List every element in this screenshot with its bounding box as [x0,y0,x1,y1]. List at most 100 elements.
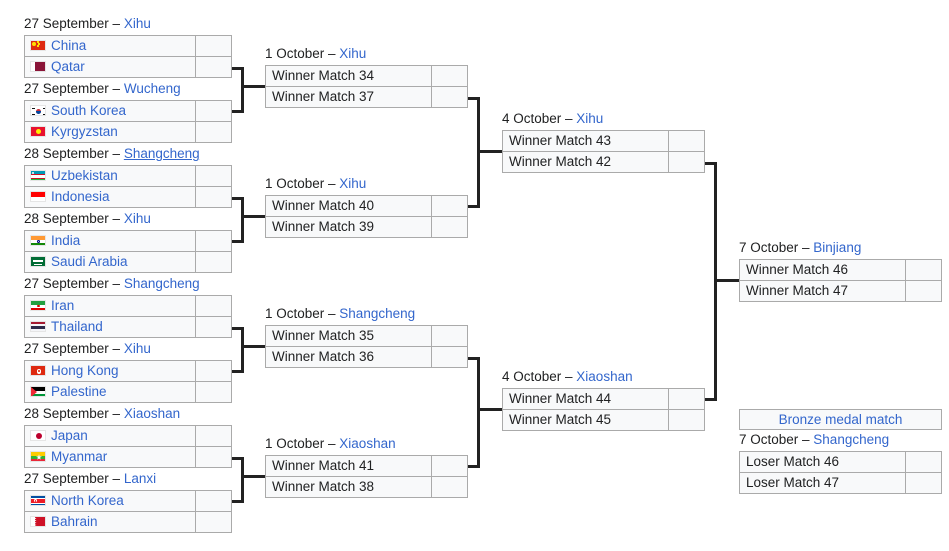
match-date: 28 September – [24,146,124,161]
match-row: Iran [25,296,231,317]
round2-header-1: 1 October – Xihu [265,46,366,62]
team-link[interactable]: Japan [51,428,88,444]
venue-link[interactable]: Shangcheng [123,276,200,291]
team-link[interactable]: Myanmar [51,449,108,465]
venue-link[interactable]: Xihu [339,46,367,61]
venue-link[interactable]: Lanxi [123,471,157,486]
match-row: Loser Match 46 [740,452,941,473]
team-link[interactable]: Saudi Arabia [51,254,128,270]
connector-stub-out [477,150,502,153]
venue-link[interactable]: Binjiang [813,240,862,255]
match-row: North Korea [25,491,231,512]
match-row: Winner Match 41 [266,456,467,477]
venue-link[interactable]: Xihu [576,111,604,126]
team-cell: Qatar [25,56,196,77]
team-cell: Myanmar [25,446,196,467]
team-cell: Bahrain [25,511,196,532]
venue-link[interactable]: Xihu [123,211,151,226]
round1-header-2: 27 September – Wucheng [24,81,181,97]
placeholder-label: Winner Match 44 [509,391,612,407]
match-row: Winner Match 43 [503,131,704,152]
round1-header-7: 28 September – Xiaoshan [24,406,180,422]
team-link[interactable]: Bahrain [51,514,98,530]
match-row: Loser Match 47 [740,472,941,493]
team-link[interactable]: India [51,233,81,249]
flag-icon-qa [30,61,46,73]
team-link[interactable]: Indonesia [51,189,110,205]
bronze-medal-match-label[interactable]: Bronze medal match [739,409,942,430]
team-cell: Palestine [25,381,196,402]
connector-stub-out [241,85,265,88]
team-link[interactable]: Qatar [51,59,85,75]
team-link[interactable]: South Korea [51,103,127,119]
score-cell [196,101,231,121]
placeholder-label: Winner Match 35 [272,328,375,344]
match-row: Kyrgyzstan [25,121,231,142]
venue-link[interactable]: Xihu [123,341,151,356]
match-date: 7 October – [739,432,814,447]
match-row: China [25,36,231,57]
score-cell [432,477,467,497]
match-date: 27 September – [24,276,124,291]
team-link[interactable]: China [51,38,87,54]
connector-stub-in [705,162,717,165]
team-link[interactable]: Thailand [51,319,103,335]
match-date: 7 October – [739,240,814,255]
score-cell [432,456,467,476]
team-link[interactable]: Kyrgyzstan [51,124,118,140]
venue-link[interactable]: Shangcheng [123,146,200,161]
flag-icon-kp [30,495,46,507]
placeholder-label: Winner Match 45 [509,412,612,428]
team-link[interactable]: Hong Kong [51,363,119,379]
match-row: Winner Match 47 [740,280,941,301]
round3-header-2: 4 October – Xiaoshan [502,369,633,385]
team-cell: Winner Match 38 [266,476,432,497]
match-row: Indonesia [25,186,231,207]
venue-link[interactable]: Xihu [123,16,151,31]
match-row: Winner Match 34 [266,66,467,87]
team-link[interactable]: North Korea [51,493,124,509]
score-cell [669,389,704,409]
score-cell [906,260,941,280]
connector-stub-out [241,345,265,348]
match-row: Winner Match 38 [266,476,467,497]
team-link[interactable]: Iran [51,298,75,314]
match-row: Winner Match 40 [266,196,467,217]
placeholder-label: Winner Match 34 [272,68,375,84]
venue-link[interactable]: Shangcheng [813,432,890,447]
flag-icon-mm [30,451,46,463]
flag-icon-cn [30,40,46,52]
score-cell [432,326,467,346]
match-date: 27 September – [24,471,124,486]
score-cell [669,152,704,172]
team-cell: Japan [25,426,196,446]
round3-header-1: 4 October – Xihu [502,111,603,127]
venue-link[interactable]: Xihu [339,176,367,191]
match-date: 28 September – [24,211,124,226]
venue-link[interactable]: Shangcheng [339,306,416,321]
connector-stub-in [468,205,480,208]
venue-link[interactable]: Xiaoshan [123,406,181,421]
score-cell [196,296,231,316]
flag-icon-kg [30,126,46,138]
round1-header-1: 27 September – Xihu [24,16,151,32]
final-header: 7 October – Binjiang [739,240,861,256]
venue-link[interactable]: Wucheng [123,81,181,96]
match-row: Winner Match 46 [740,260,941,281]
team-link[interactable]: Palestine [51,384,107,400]
round1-header-6: 27 September – Xihu [24,341,151,357]
team-link[interactable]: Uzbekistan [51,168,118,184]
match-row: Hong Kong [25,361,231,382]
venue-link[interactable]: Xiaoshan [339,436,396,451]
match-row: Palestine [25,381,231,402]
score-cell [196,447,231,467]
flag-icon-ps [30,386,46,398]
venue-link[interactable]: Xiaoshan [576,369,633,384]
score-cell [432,196,467,216]
flag-icon-sa [30,256,46,268]
connector-stub-in [232,370,244,373]
match-row: Saudi Arabia [25,251,231,272]
team-cell: Winner Match 47 [740,280,906,301]
